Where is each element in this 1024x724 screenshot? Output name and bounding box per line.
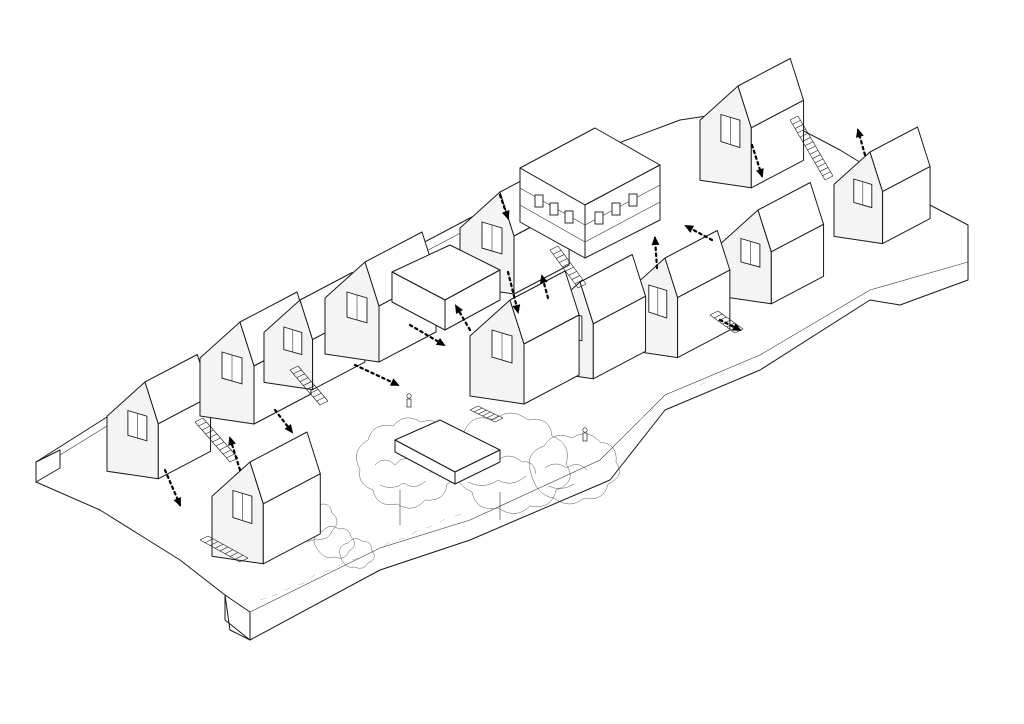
circulation-arrows — [163, 128, 867, 507]
arrow-head — [731, 323, 742, 331]
person-figure-east — [582, 427, 588, 442]
arrow-head — [389, 378, 400, 386]
arrow-head — [435, 338, 446, 347]
house-11 — [469, 270, 580, 405]
arrow-head — [651, 236, 660, 246]
circulation-arrow-13 — [498, 193, 510, 220]
circulation-arrow-8 — [539, 274, 550, 300]
circulation-arrow-3 — [273, 408, 294, 434]
houses-group — [106, 58, 931, 565]
circulation-arrow-12 — [856, 128, 867, 157]
ground-hatching — [259, 362, 746, 601]
circulation-arrow-6 — [454, 304, 472, 332]
side-wall — [882, 166, 931, 245]
side-wall — [262, 473, 321, 565]
arrow-head — [454, 304, 463, 315]
flat-roof-pavilion — [391, 244, 501, 331]
circulation-arrow-4 — [353, 363, 400, 387]
house-1 — [106, 354, 212, 480]
arrow-head — [173, 496, 181, 507]
circulation-arrow-10 — [684, 224, 714, 242]
people — [406, 393, 588, 442]
arrow-head — [856, 128, 864, 138]
circulation-arrow-7 — [506, 270, 521, 314]
circulation-arrow-11 — [750, 143, 764, 178]
side-wall — [157, 395, 212, 480]
circulation-arrow-5 — [408, 323, 446, 347]
house-6 — [699, 58, 805, 189]
courtyard-planter — [394, 419, 501, 485]
stair-5 — [469, 405, 504, 423]
circulation-arrow-2 — [228, 436, 242, 472]
house-8 — [719, 182, 825, 305]
arrow-head — [539, 274, 548, 284]
person-figure-courtyard — [406, 393, 412, 408]
tower-windows — [534, 193, 638, 225]
tree-right — [529, 433, 620, 505]
house-7 — [833, 126, 931, 245]
stair-6 — [199, 535, 249, 563]
stair-1 — [194, 417, 239, 463]
arrow-head — [512, 304, 521, 314]
side-wall — [677, 269, 731, 359]
stair-2 — [289, 365, 329, 406]
side-wall — [592, 295, 647, 380]
arrow-head — [756, 168, 764, 178]
side-wall — [770, 223, 825, 305]
circulation-arrow-1 — [163, 468, 182, 507]
arrow-head — [684, 225, 695, 233]
stairs-group — [194, 115, 834, 563]
arrow-head — [284, 424, 294, 434]
arrow-head — [228, 436, 236, 446]
side-wall — [523, 314, 580, 405]
arrow-head — [501, 210, 510, 220]
side-wall — [750, 99, 805, 189]
stair-4 — [789, 115, 834, 181]
circulation-arrow-14 — [718, 318, 742, 332]
central-tower-block — [519, 127, 661, 259]
house-12 — [211, 431, 321, 565]
stair-3 — [549, 245, 587, 289]
circulation-arrow-9 — [651, 236, 660, 270]
